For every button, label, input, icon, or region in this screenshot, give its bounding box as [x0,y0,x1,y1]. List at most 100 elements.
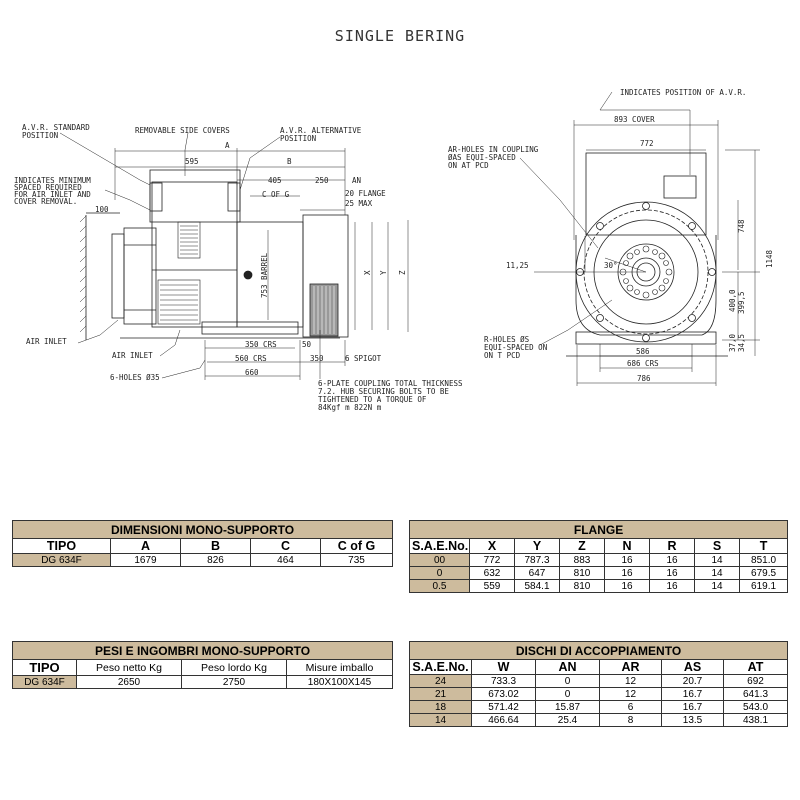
dimensioni-title: DIMENSIONI MONO-SUPPORTO [12,520,393,539]
dischi-cell: 543.0 [722,700,789,714]
generator-technical-drawing: SINGLE BERING [14,27,774,412]
flange-cell: 16 [604,566,650,580]
dimensioni-header-c: C [250,538,321,554]
dischi-cell: 733.3 [471,674,536,688]
dischi-cell: 14 [409,713,472,727]
table-row: 0 632 647 810 16 16 14 679.5 [409,566,789,580]
dim-686-crs: 686 CRS [627,359,659,368]
dischi-cell: 438.1 [722,713,789,727]
dimensioni-header-c-of-g: C of G [320,538,393,554]
flange-cell: 0 [409,566,470,580]
flange-cell: 559 [469,579,515,593]
front-view [519,91,760,386]
dim-20-flange: 20 FLANGE [345,189,386,198]
dim-660: 660 [245,368,259,377]
dim-560-crs: 560 CRS [235,354,267,363]
dimensioni-cell: 826 [180,553,251,567]
label-coupling-note-4: 84Kgf m 822N m [318,403,382,412]
pesi-header-peso-lordo: Peso lordo Kg [181,659,287,676]
flange-cell: 810 [559,566,605,580]
dischi-header-an: AN [535,659,600,675]
flange-cell: 14 [694,566,740,580]
flange-cell: 16 [604,579,650,593]
table-row: 18 571.42 15.87 6 16.7 543.0 [409,700,789,714]
label-six-holes: 6-HOLES Ø35 [110,373,160,382]
table-row: 0.5 559 584.1 810 16 16 14 619.1 [409,579,789,593]
dischi-cell: 16.7 [661,700,724,714]
dim-786: 786 [637,374,651,383]
label-min-space-3: FOR AIR INLET AND [14,190,91,199]
pesi-cell: 2650 [76,675,182,689]
dim-50: 50 [302,340,312,349]
flange-table: FLANGE S.A.E.No. X Y Z N R S T 00 772 78… [408,520,789,593]
dim-c-of-g: C OF G [262,190,290,199]
label-avr-position: INDICATES POSITION OF A.V.R. [620,88,746,97]
flange-header-y: Y [514,538,560,554]
side-view-labels: A.V.R. STANDARD POSITION REMOVABLE SIDE … [14,123,463,412]
dim-399-5: 399,5 [737,291,746,314]
flange-cell: 647 [514,566,560,580]
dischi-table: DISCHI DI ACCOPPIAMENTO S.A.E.No. W AN A… [408,641,789,727]
flange-cell: 16 [649,579,695,593]
label-min-space-4: COVER REMOVAL. [14,197,77,206]
dischi-cell: 641.3 [722,687,789,701]
dim-405: 405 [268,176,282,185]
dim-1148: 1148 [765,249,774,268]
flange-cell: 632 [469,566,515,580]
flange-cell: 679.5 [738,566,789,580]
dischi-title: DISCHI DI ACCOPPIAMENTO [408,641,789,660]
label-min-space-1: INDICATES MINIMUM [14,176,91,185]
dischi-cell: 0 [535,687,600,701]
dimensioni-table: DIMENSIONI MONO-SUPPORTO TIPO A B C C of… [12,520,393,567]
table-row: 14 466.64 25.4 8 13.5 438.1 [409,713,789,727]
dischi-cell: 20.7 [661,674,724,688]
dim-350-crs: 350 CRS [245,340,277,349]
dim-400: 400,0 [728,289,737,312]
dischi-header-ar: AR [599,659,662,675]
dimensioni-cell: 1679 [110,553,181,567]
flange-cell: 810 [559,579,605,593]
dischi-cell: 13.5 [661,713,724,727]
pesi-title: PESI E INGOMBRI MONO-SUPPORTO [11,641,394,660]
table-row: 21 673.02 0 12 16.7 641.3 [409,687,789,701]
dischi-cell: 571.42 [471,700,536,714]
flange-header-sae: S.A.E.No. [409,538,470,554]
front-view-labels: INDICATES POSITION OF A.V.R. 893 COVER 7… [448,88,774,383]
pesi-cell: DG 634F [12,675,77,689]
dischi-cell: 16.7 [661,687,724,701]
label-avr-alternative: A.V.R. ALTERNATIVE [280,126,362,135]
label-removable-covers: REMOVABLE SIDE COVERS [135,126,230,135]
dim-34-5: 34,5 [737,334,746,352]
label-ar-holes-2: ØAS EQUI-SPACED [448,153,516,162]
dim-25-max: 25 MAX [345,199,373,208]
dischi-cell: 24 [409,674,472,688]
dischi-header-sae: S.A.E.No. [409,659,472,675]
dischi-cell: 15.87 [535,700,600,714]
flange-cell: 16 [604,553,650,567]
flange-cell: 14 [694,553,740,567]
dim-30-deg: 30° [604,261,618,270]
dischi-cell: 12 [599,674,662,688]
pesi-cell: 180X100X145 [285,675,394,689]
dischi-cell: 18 [409,700,472,714]
dim-Y: Y [379,270,388,275]
dim-X: X [363,270,372,275]
table-row: DG 634F 2650 2750 180X100X145 [12,675,394,689]
dischi-header-as: AS [661,659,724,675]
dischi-cell: 466.64 [471,713,536,727]
pesi-header-misure: Misure imballo [285,659,394,676]
drawing-title: SINGLE BERING [335,27,465,45]
pesi-header-peso-netto: Peso netto Kg [76,659,182,676]
dischi-cell: 25.4 [535,713,600,727]
flange-cell: 619.1 [738,579,789,593]
flange-cell: 772 [469,553,515,567]
flange-header-s: S [694,538,740,554]
flange-header-z: Z [559,538,605,554]
dischi-cell: 21 [409,687,472,701]
dim-250: 250 [315,176,329,185]
dimensioni-cell: DG 634F [12,553,111,567]
dimensioni-header-b: B [180,538,251,554]
label-air-inlet-1: AIR INLET [26,337,67,346]
dim-586: 586 [636,347,650,356]
dischi-header-at: AT [722,659,789,675]
